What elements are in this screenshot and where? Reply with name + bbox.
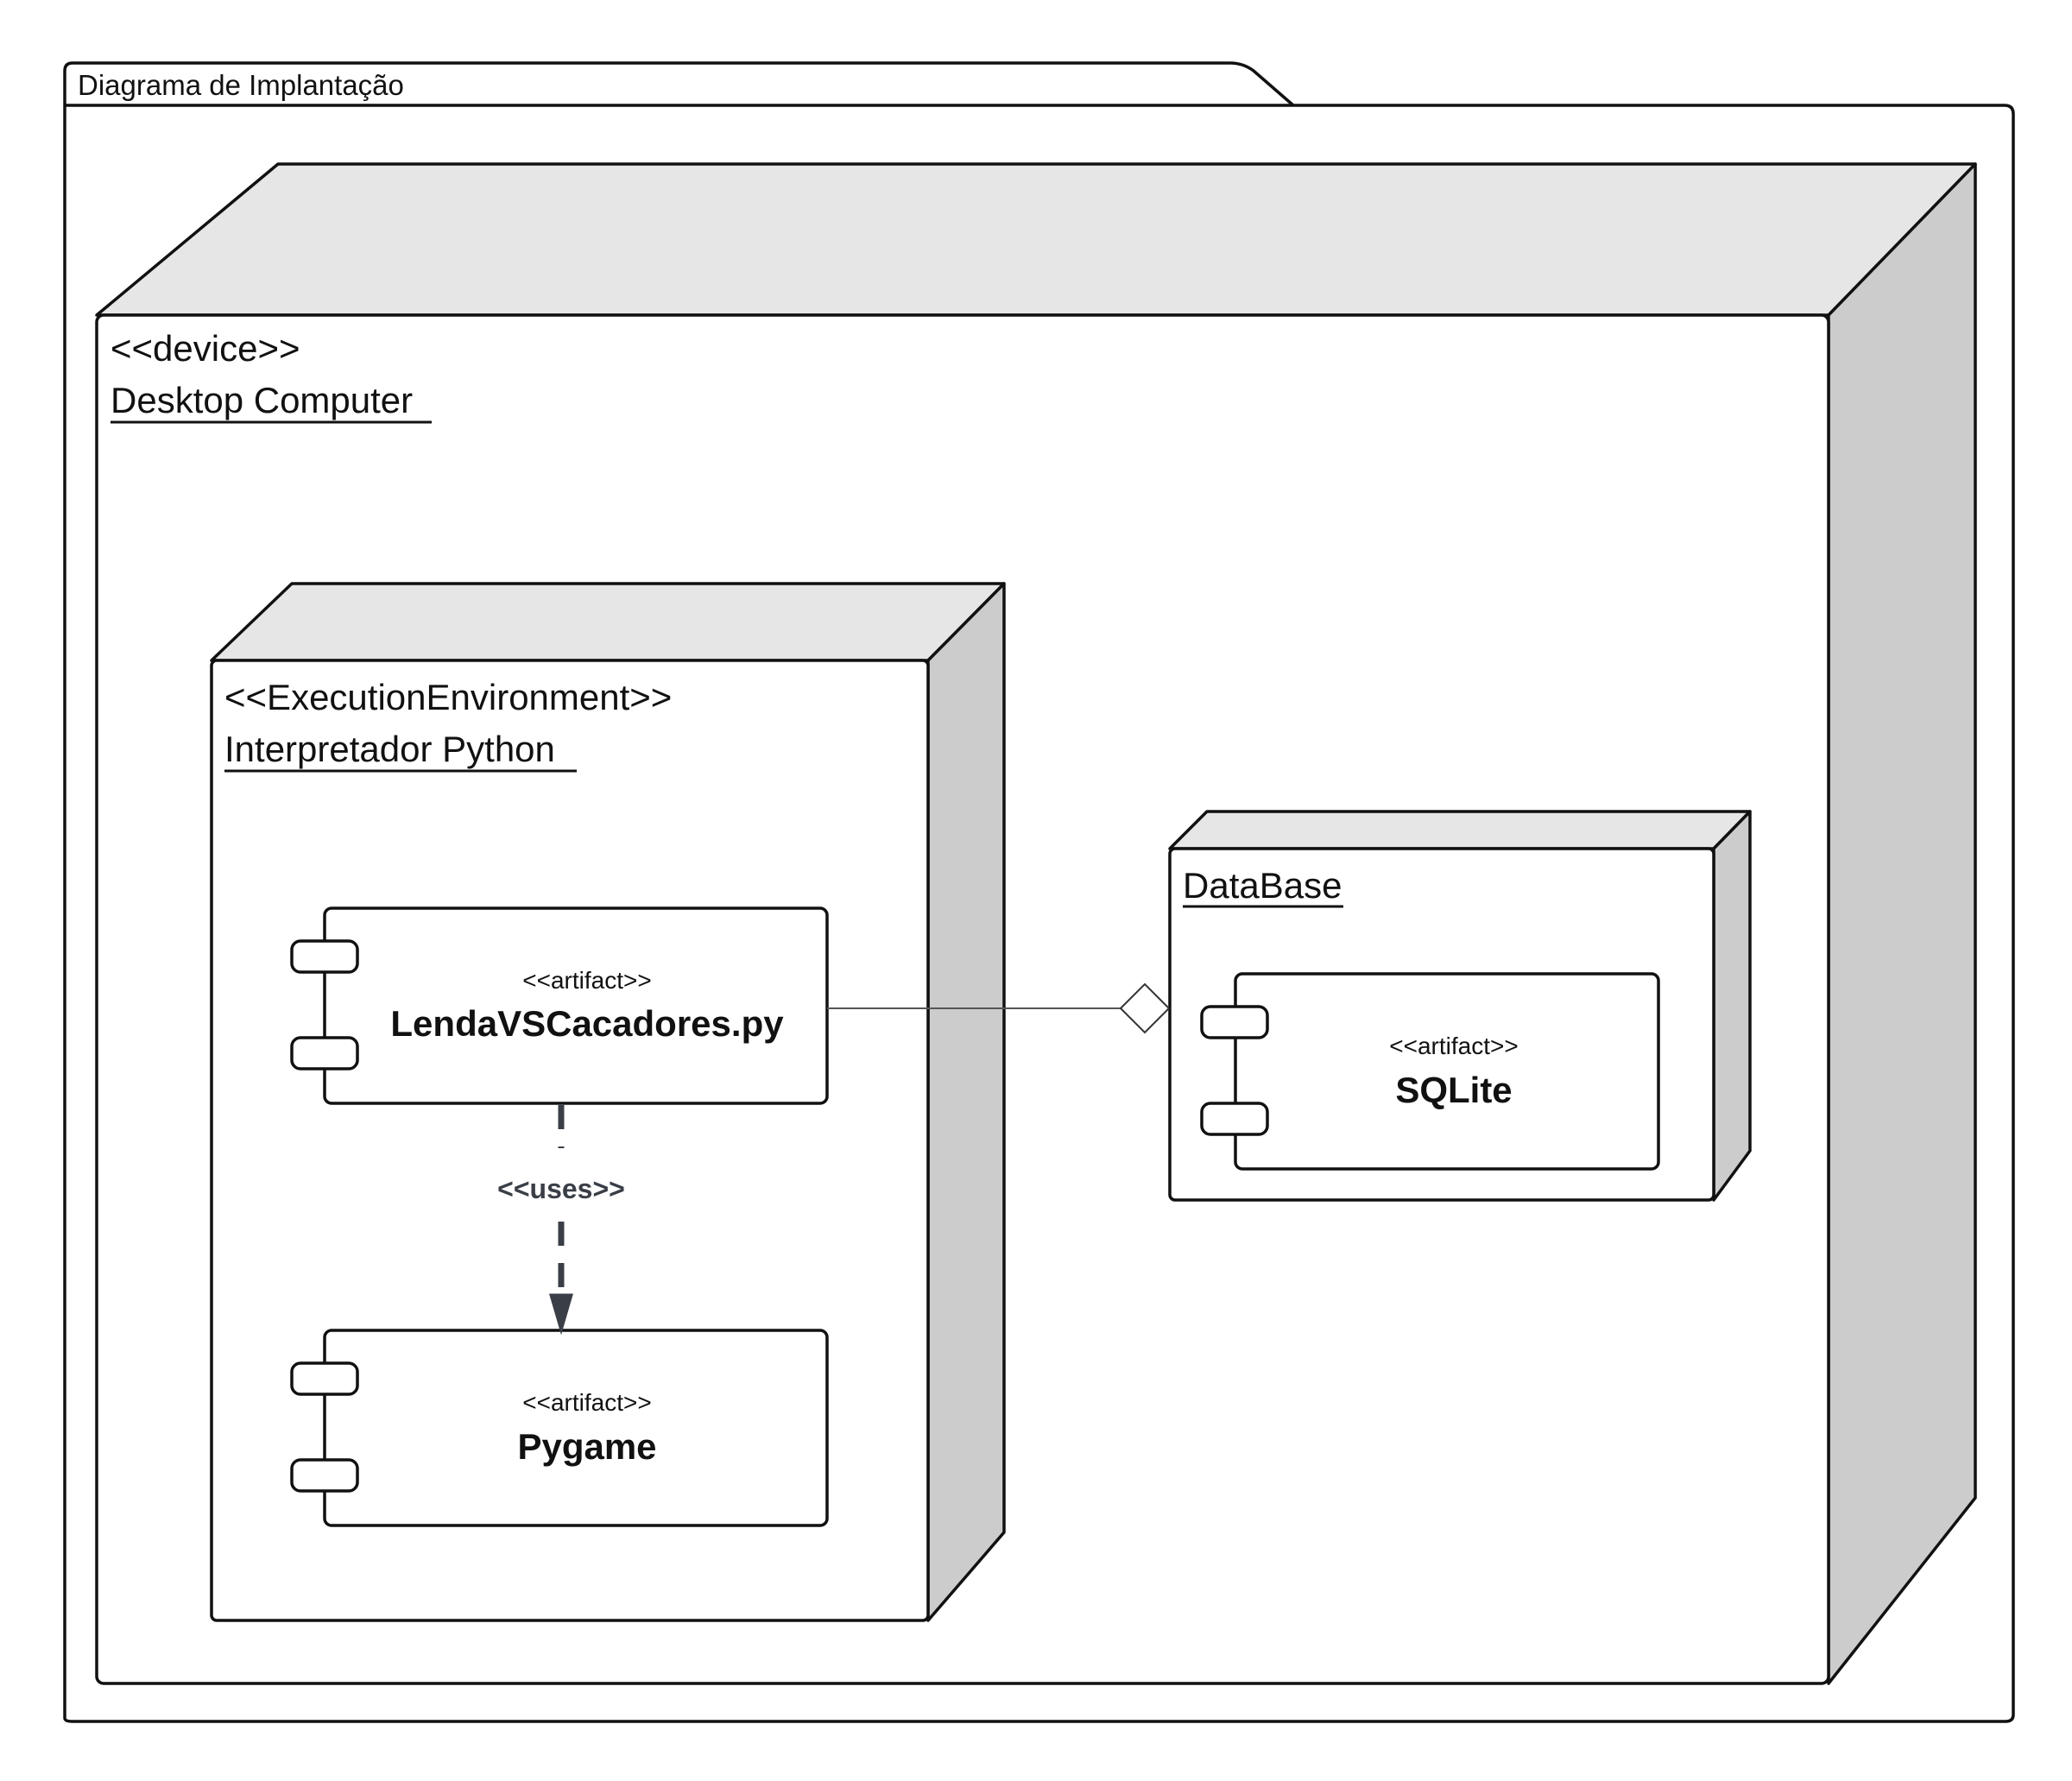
- device-name: Desktop Computer: [111, 380, 413, 420]
- component-port-icon: [290, 1458, 359, 1493]
- arrowhead-icon: [548, 1293, 574, 1336]
- artifact-name: SQLite: [1395, 1070, 1512, 1110]
- uses-dependency[interactable]: <<uses>>: [497, 1105, 625, 1336]
- component-port-icon: [290, 1361, 359, 1396]
- execution-environment-name: Interpretador Python: [224, 729, 555, 769]
- uses-label: <<uses>>: [497, 1173, 625, 1204]
- component-port-icon: [290, 1036, 359, 1070]
- artifact-stereotype: <<artifact>>: [522, 1389, 651, 1416]
- component-port-icon: [290, 939, 359, 974]
- device-stereotype: <<device>>: [111, 328, 300, 369]
- artifact-name: LendaVSCacadores.py: [390, 1003, 784, 1044]
- artifact-stereotype: <<artifact>>: [522, 967, 651, 994]
- aggregation-diamond-icon: [1119, 982, 1171, 1034]
- artifact-name: Pygame: [517, 1426, 656, 1467]
- diagram-frame: Diagrama de Implantação: [63, 61, 2015, 1723]
- aggregation-association[interactable]: [827, 982, 1171, 1034]
- artifact-stereotype: <<artifact>>: [1389, 1033, 1518, 1059]
- database-node-name: DataBase: [1183, 865, 1342, 906]
- component-port-icon: [1200, 1005, 1269, 1039]
- diagram-frame-title: Diagrama de Implantação: [78, 69, 404, 101]
- artifact-lendavscacadores[interactable]: <<artifact>> LendaVSCacadores.py: [290, 906, 829, 1105]
- component-port-icon: [1200, 1102, 1269, 1136]
- execution-environment-stereotype: <<ExecutionEnvironment>>: [224, 677, 672, 717]
- artifact-pygame[interactable]: <<artifact>> Pygame: [290, 1329, 829, 1527]
- artifact-sqlite[interactable]: <<artifact>> SQLite: [1200, 972, 1660, 1171]
